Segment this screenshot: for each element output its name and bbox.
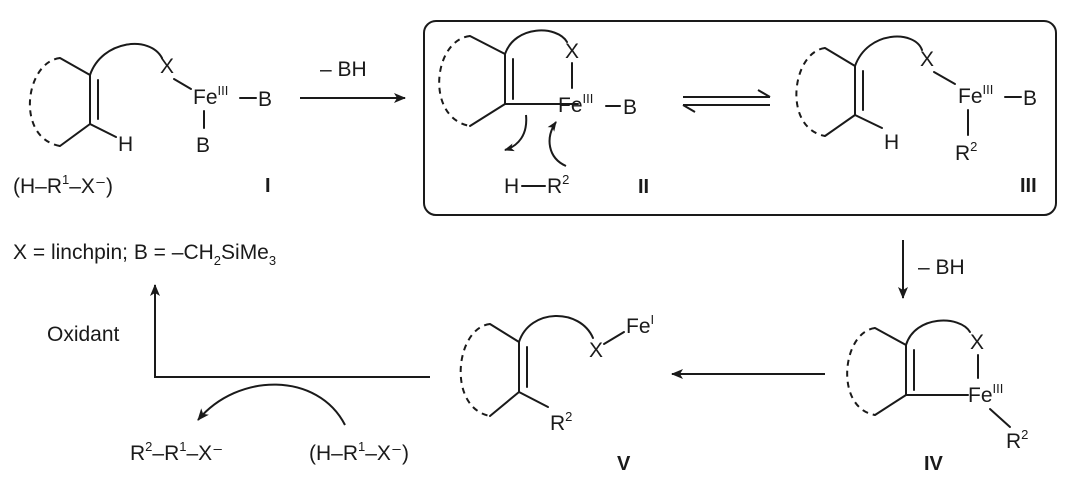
x-atom-IV: X xyxy=(970,331,984,354)
r2-III: R2 xyxy=(955,139,977,165)
label-III: III xyxy=(1020,175,1037,197)
x-atom-I: X xyxy=(160,55,174,78)
r2-II: R2 xyxy=(547,172,569,198)
ring-IV xyxy=(846,327,876,416)
equilibrium-arrows xyxy=(682,89,771,113)
bond-IV-1 xyxy=(874,327,907,346)
eq-arrow-back-head xyxy=(682,104,696,113)
arrow-V-to-I xyxy=(150,284,430,378)
x-atom-II: X xyxy=(565,40,579,63)
ring-V xyxy=(459,323,491,417)
compound-II: X FeIII B H R2 II xyxy=(438,29,649,198)
b-ligand-I-2: B xyxy=(196,134,210,157)
eq-arrow-forward-head xyxy=(757,89,771,98)
oxidant-label: Oxidant xyxy=(47,323,120,346)
h-atom-II: H xyxy=(504,175,519,198)
legend: X = linchpin; B = –CH2SiMe3 xyxy=(13,241,276,268)
iron-IV: FeIII xyxy=(968,381,1003,407)
bond-IV-4 xyxy=(874,394,907,416)
x-atom-V: X xyxy=(589,339,603,362)
compound-III: X FeIII B R2 H III xyxy=(795,35,1037,197)
b-ligand-I-1: B xyxy=(258,88,272,111)
tether-III xyxy=(854,35,923,67)
h-atom-III: H xyxy=(884,131,899,154)
compound-V: X FeI R2 V xyxy=(459,312,654,475)
b-ligand-II: B xyxy=(623,96,637,119)
compound-IV: X FeIII R2 IV xyxy=(846,319,1028,475)
bond-III-6 xyxy=(933,71,956,85)
curly-arrow-II-1 xyxy=(504,114,528,152)
iron-II: FeIII xyxy=(558,91,593,117)
bond-V-6 xyxy=(603,331,625,345)
iron-I: FeIII xyxy=(193,83,228,109)
bond-III-1 xyxy=(824,47,856,67)
ring-II xyxy=(438,35,471,127)
iron-III: FeIII xyxy=(958,82,993,108)
iron-V: FeI xyxy=(626,312,654,338)
ring-III xyxy=(795,47,826,137)
bond-II-4 xyxy=(469,103,506,127)
b-ligand-III: B xyxy=(1023,87,1037,110)
tether-II xyxy=(504,29,568,55)
curly-arrow-II-2 xyxy=(547,121,567,167)
step2-label: – BH xyxy=(918,256,965,279)
substrate-in-label: (H–R1–X⁻) xyxy=(309,439,409,465)
tether-IV xyxy=(905,319,971,346)
label-I: I xyxy=(265,175,271,197)
product-label: R2–R1–X⁻ xyxy=(130,439,223,465)
bond-IV-7 xyxy=(989,408,1011,428)
tether-V xyxy=(518,315,594,343)
r2-IV: R2 xyxy=(1006,427,1028,453)
h-atom-I: H xyxy=(118,133,133,156)
bond-I-5 xyxy=(89,123,117,138)
label-IV: IV xyxy=(924,453,944,475)
bond-V-4 xyxy=(489,391,520,417)
label-V: V xyxy=(617,453,631,475)
bond-I-4 xyxy=(59,123,91,147)
bond-II-1 xyxy=(469,35,506,55)
intermediate-box xyxy=(423,20,1057,216)
compound-I: X FeIII B B H I xyxy=(28,43,272,197)
x-atom-III: X xyxy=(920,48,934,71)
step1-label: – BH xyxy=(320,58,367,81)
r2-V: R2 xyxy=(550,409,572,435)
bond-V-1 xyxy=(489,323,520,343)
bond-III-4 xyxy=(824,114,856,137)
bond-I-1 xyxy=(59,57,91,76)
label-II: II xyxy=(638,176,649,198)
substrate-label: (H–R1–X⁻) xyxy=(13,172,113,198)
bond-V-5 xyxy=(518,391,549,408)
turnover-arrow xyxy=(197,383,346,426)
bond-III-5 xyxy=(854,114,883,129)
ring-I xyxy=(28,57,61,147)
tether-I xyxy=(89,43,163,76)
bond-I-6 xyxy=(173,78,192,90)
